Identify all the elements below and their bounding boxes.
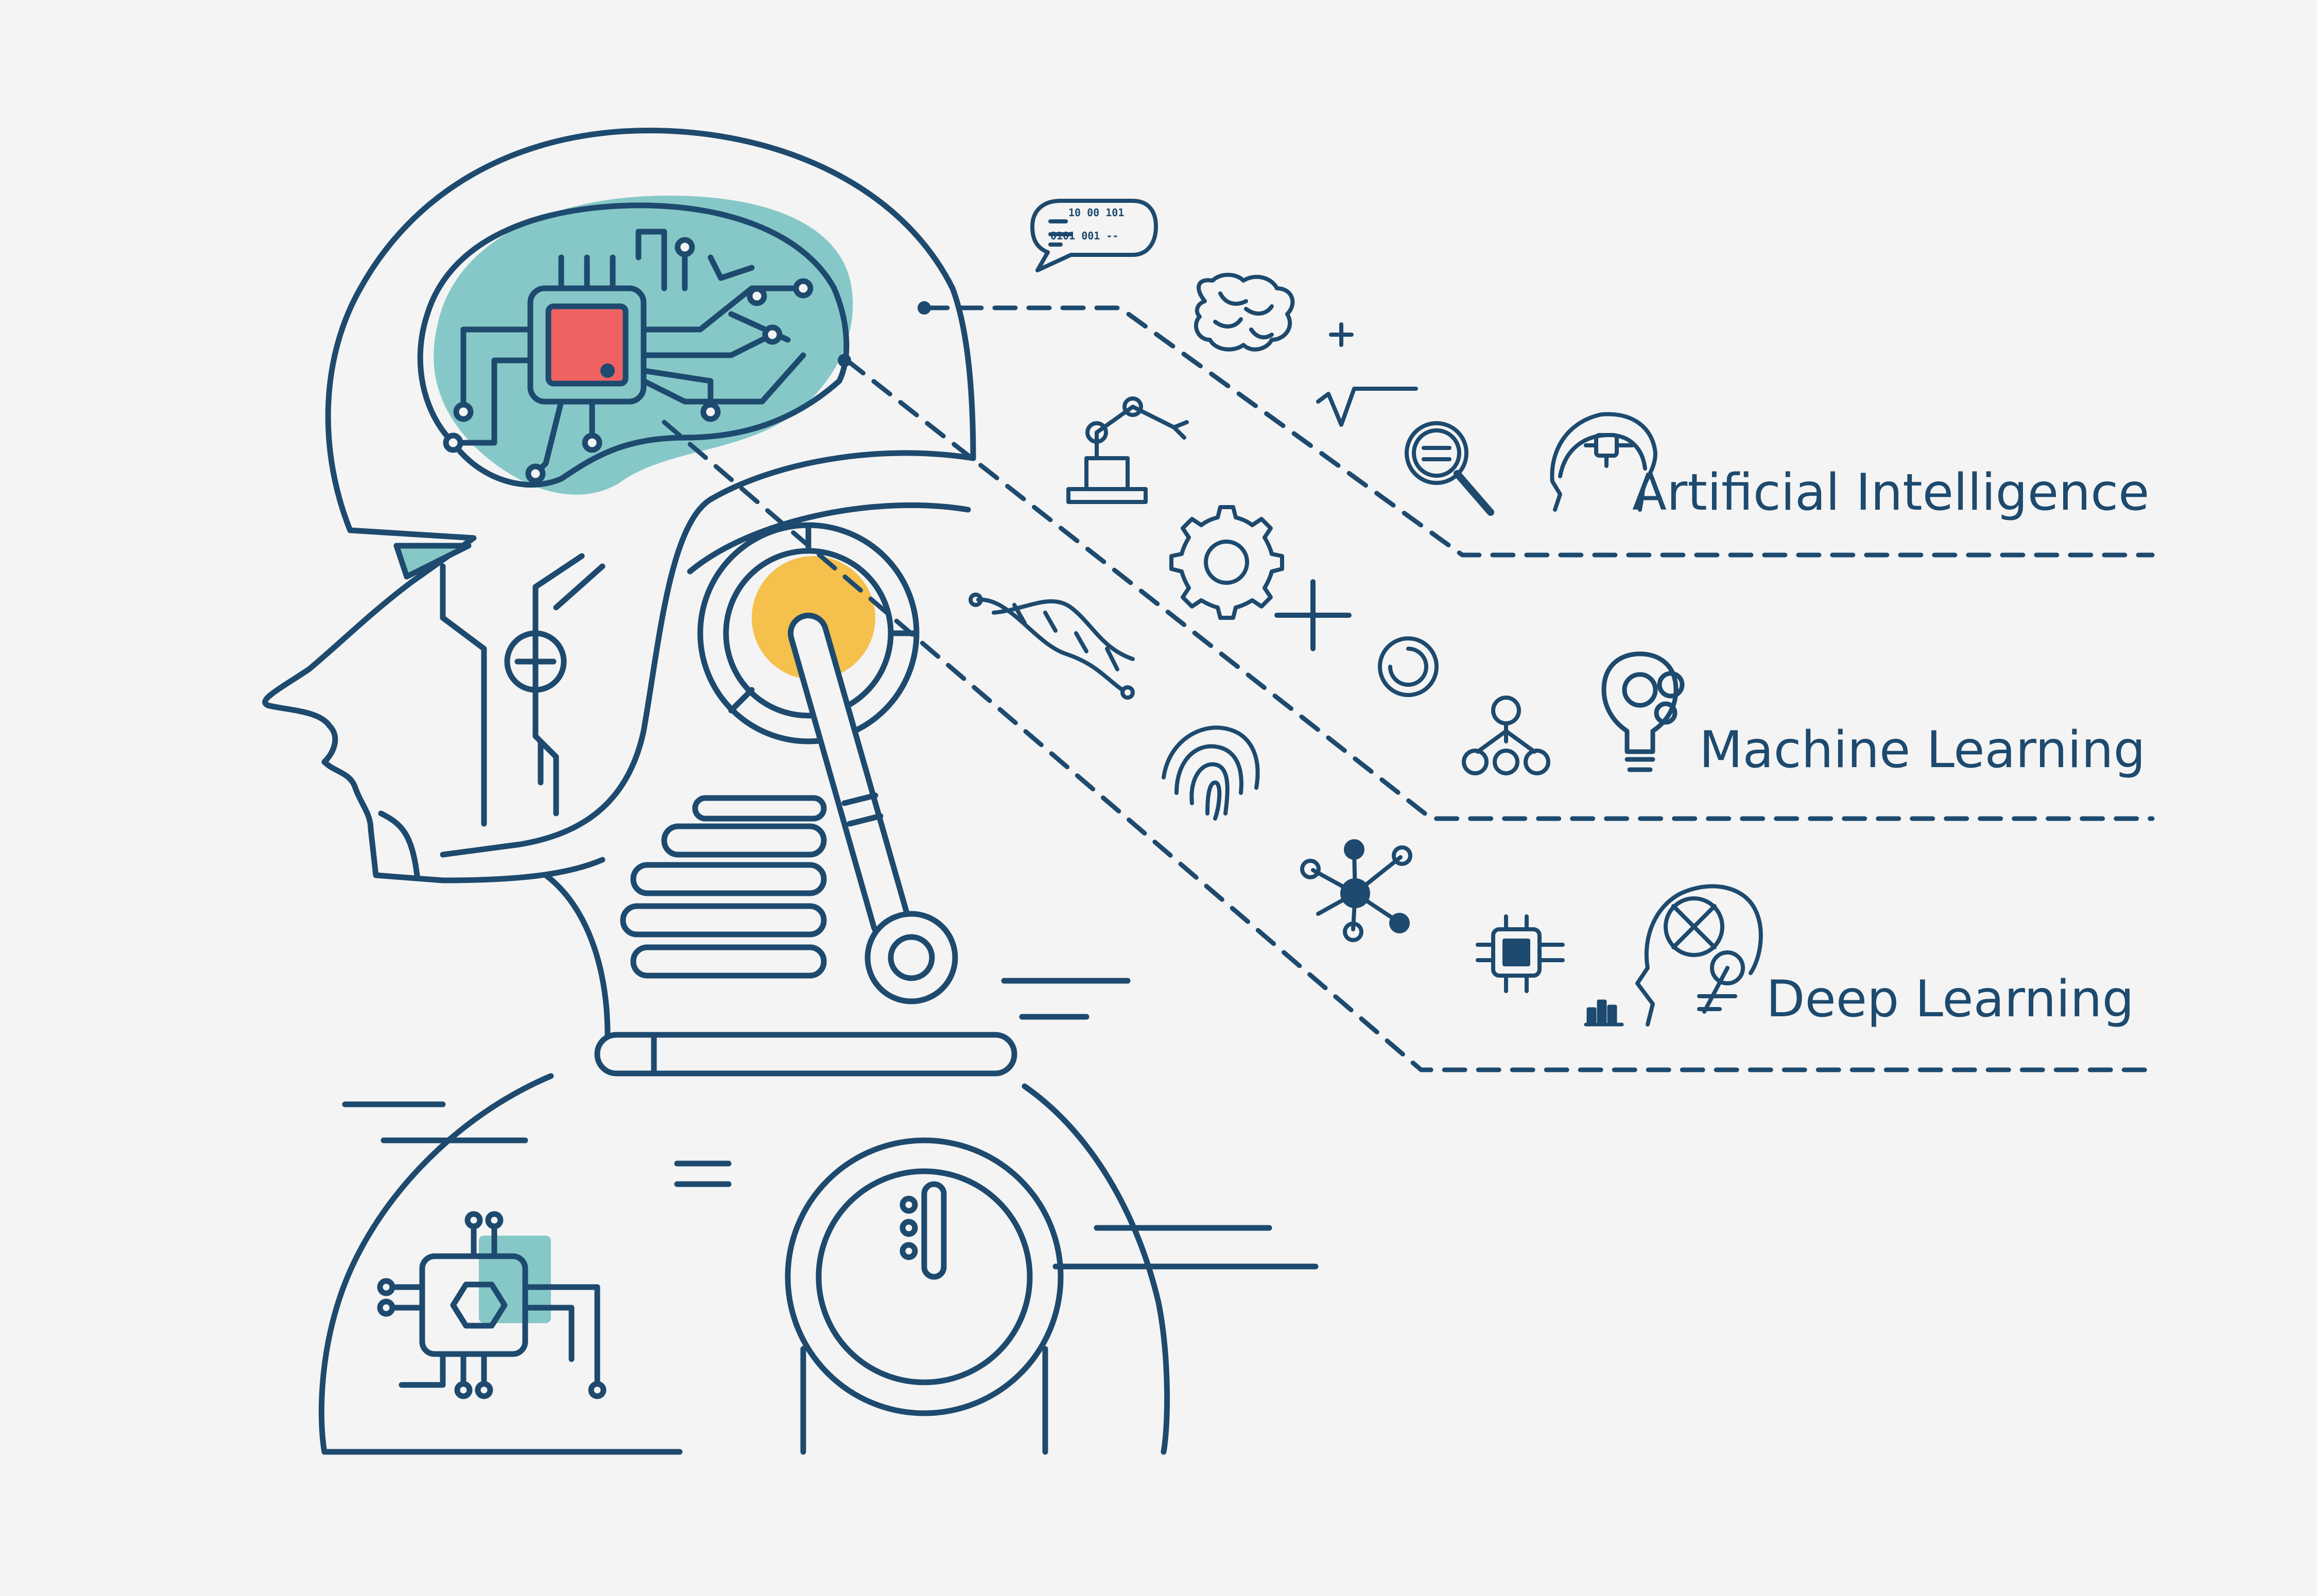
circular-ring-icon xyxy=(1378,636,1439,697)
antenna-bands xyxy=(841,792,884,827)
label-deep-learning: Deep Learning xyxy=(1766,970,2134,1029)
skull-inner-outline xyxy=(417,202,850,488)
face-circuit xyxy=(532,553,585,817)
body-dashes xyxy=(342,1101,528,1143)
binary-text-line-2: 0101 001 -- xyxy=(1050,230,1119,242)
jaw xyxy=(378,810,420,878)
plus-icon xyxy=(1274,579,1352,651)
face-circuit xyxy=(440,563,487,827)
face-dial-mark xyxy=(514,640,557,665)
brain-circuit xyxy=(443,229,814,484)
plus-icon xyxy=(1329,322,1354,347)
bar-chart-icon xyxy=(1584,999,1624,1027)
network-nodes-icon xyxy=(1300,839,1412,942)
microchip-icon xyxy=(1476,914,1565,993)
neck-stack xyxy=(543,795,1131,1077)
helmet-bottom xyxy=(440,450,976,858)
body-right-dashes xyxy=(1052,1225,1319,1270)
body-chip-pins xyxy=(383,1217,600,1393)
helmet-inner-line xyxy=(687,502,971,575)
connector-ml xyxy=(844,358,2155,821)
antenna-joint xyxy=(864,911,958,1004)
robot-body xyxy=(318,1073,1319,1455)
neck-dashes xyxy=(1001,978,1131,1020)
fingerprint-icon xyxy=(1162,725,1260,821)
label-artificial-intelligence: Artificial Intelligence xyxy=(1632,463,2150,522)
deep-learning-head-icon xyxy=(1635,884,1763,1027)
helmet-outline xyxy=(325,128,976,533)
chip-pins-top xyxy=(558,254,616,291)
binary-text-line-1: 10 00 101 xyxy=(1068,206,1125,219)
left-shoulder xyxy=(318,1073,683,1455)
antenna-rod-inner xyxy=(793,618,906,936)
robot-arm-icon xyxy=(1066,396,1189,504)
equals-sign xyxy=(674,1160,732,1187)
body-chip-hexagon xyxy=(450,1281,508,1329)
right-shoulder xyxy=(1022,1083,1170,1455)
face-plate xyxy=(553,563,606,611)
dashed-connectors xyxy=(662,305,2155,1072)
ai-head-icon xyxy=(1550,412,1657,512)
connector-ai xyxy=(924,305,2155,558)
neck-collar xyxy=(594,1032,1017,1077)
binary-magnifier-icon xyxy=(1405,421,1494,516)
eye xyxy=(393,543,472,580)
arm-slot xyxy=(921,1181,947,1280)
dna-helix-icon xyxy=(969,593,1135,700)
robot-ear xyxy=(697,522,958,1004)
neck-side xyxy=(543,872,611,1038)
square-root-icon xyxy=(1316,387,1418,427)
label-machine-learning: Machine Learning xyxy=(1699,721,2146,779)
face-profile xyxy=(262,527,606,883)
gear-lightbulb-icon xyxy=(1601,651,1685,772)
binary-speech-bubble-icon xyxy=(1030,199,1158,272)
gear-icon xyxy=(1169,505,1284,620)
hierarchy-tree-icon xyxy=(1462,696,1550,775)
face-dial xyxy=(504,630,567,693)
brain-icon xyxy=(1194,272,1295,352)
connector-dl xyxy=(662,420,2155,1072)
arm-joint xyxy=(785,1137,1064,1416)
chip-traces xyxy=(450,229,806,477)
